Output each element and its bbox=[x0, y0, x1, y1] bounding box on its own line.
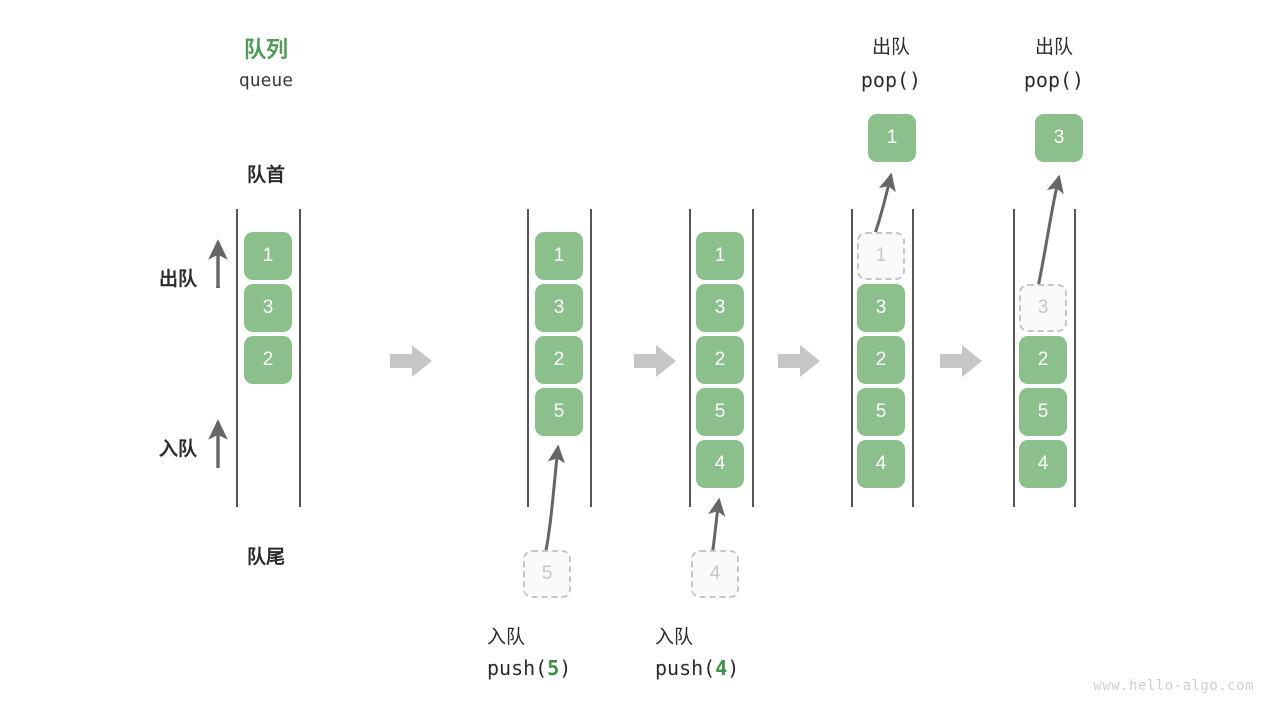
cell-step2-0: 1 bbox=[535, 232, 583, 280]
push-4-code-suffix: ) bbox=[727, 656, 740, 680]
queue-rail-right-step3 bbox=[752, 209, 754, 507]
cell-step3-4: 4 bbox=[696, 440, 744, 488]
push-5-caption-code: push(5) bbox=[487, 656, 647, 680]
cell-step2-3: 5 bbox=[535, 388, 583, 436]
popped-cell-1: 1 bbox=[868, 114, 916, 162]
push-4-arrow bbox=[708, 497, 726, 557]
cell-step2-1: 3 bbox=[535, 284, 583, 332]
cell-step4-2: 5 bbox=[857, 388, 905, 436]
cell-step1-0: 1 bbox=[244, 232, 292, 280]
cell-step4-3: 4 bbox=[857, 440, 905, 488]
push-4-caption-cn: 入队 bbox=[655, 627, 694, 648]
cell-step3-1: 3 bbox=[696, 284, 744, 332]
watermark: www.hello-algo.com bbox=[1093, 678, 1254, 694]
ghost-cell-pop-3: 3 bbox=[1019, 284, 1067, 332]
cell-step1-2: 2 bbox=[244, 336, 292, 384]
queue-tail-label: 队尾 bbox=[246, 547, 285, 568]
flow-arrow-1 bbox=[390, 345, 432, 377]
pop-1-arrow bbox=[871, 172, 896, 241]
cell-step4-1: 2 bbox=[857, 336, 905, 384]
cell-step3-2: 2 bbox=[696, 336, 744, 384]
queue-head-label: 队首 bbox=[246, 165, 285, 186]
cell-step5-0: 2 bbox=[1019, 336, 1067, 384]
pop-1-header-code: pop() bbox=[860, 68, 922, 92]
flow-arrow-2 bbox=[634, 345, 676, 377]
ghost-cell-push-5: 5 bbox=[523, 550, 571, 598]
pop-3-header-code: pop() bbox=[1023, 68, 1085, 92]
cell-step1-1: 3 bbox=[244, 284, 292, 332]
queue-rail-left-step1 bbox=[236, 209, 238, 507]
queue-title-cn: 队列 bbox=[243, 37, 288, 62]
cell-step4-0: 3 bbox=[857, 284, 905, 332]
queue-rail-right-step5 bbox=[1074, 209, 1076, 507]
cell-step5-1: 5 bbox=[1019, 388, 1067, 436]
queue-rail-right-step4 bbox=[912, 209, 914, 507]
pop-3-arrow bbox=[1035, 174, 1064, 293]
dequeue-direction-label: 出队 bbox=[158, 269, 197, 290]
queue-rail-left-step2 bbox=[527, 209, 529, 507]
ghost-cell-push-4: 4 bbox=[691, 550, 739, 598]
push-5-arrow bbox=[543, 444, 566, 557]
queue-title-en: queue bbox=[238, 70, 294, 91]
pop-3-header-cn: 出队 bbox=[1034, 37, 1073, 58]
queue-rail-right-step1 bbox=[299, 209, 301, 507]
push-4-code-prefix: push( bbox=[655, 656, 716, 680]
queue-rail-right-step2 bbox=[590, 209, 592, 507]
cell-step2-2: 2 bbox=[535, 336, 583, 384]
flow-arrow-4 bbox=[940, 345, 982, 377]
queue-rail-left-step4 bbox=[851, 209, 853, 507]
enqueue-direction-label: 入队 bbox=[158, 439, 197, 460]
push-4-caption-code: push(4) bbox=[655, 656, 815, 680]
queue-rail-left-step3 bbox=[689, 209, 691, 507]
popped-cell-3: 3 bbox=[1035, 114, 1083, 162]
push-5-code-arg: 5 bbox=[547, 656, 560, 680]
pop-1-header-cn: 出队 bbox=[871, 37, 910, 58]
push-5-caption-cn: 入队 bbox=[487, 627, 526, 648]
push-5-code-suffix: ) bbox=[559, 656, 572, 680]
cell-step5-2: 4 bbox=[1019, 440, 1067, 488]
queue-rail-left-step5 bbox=[1013, 209, 1015, 507]
push-5-code-prefix: push( bbox=[487, 656, 548, 680]
push-4-code-arg: 4 bbox=[715, 656, 728, 680]
flow-arrow-3 bbox=[778, 345, 820, 377]
cell-step3-0: 1 bbox=[696, 232, 744, 280]
ghost-cell-pop-1: 1 bbox=[857, 232, 905, 280]
cell-step3-3: 5 bbox=[696, 388, 744, 436]
